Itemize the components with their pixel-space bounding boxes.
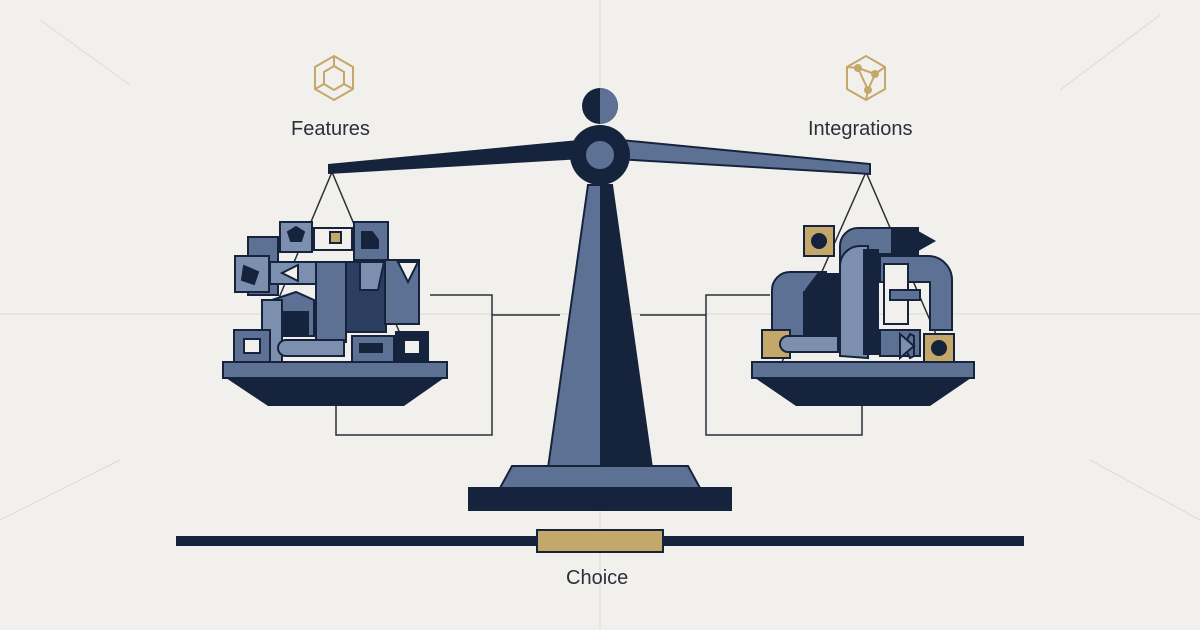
hexagon-cube-icon bbox=[314, 54, 354, 102]
left-pan bbox=[222, 361, 448, 406]
hexagon-network-icon bbox=[846, 54, 886, 102]
pivot bbox=[570, 88, 630, 185]
integrations-label: Integrations bbox=[808, 118, 913, 140]
features-label: Features bbox=[291, 118, 370, 140]
choice-label: Choice bbox=[566, 567, 629, 589]
right-integration-blocks bbox=[761, 225, 955, 363]
right-pan bbox=[751, 361, 975, 406]
connector-lines bbox=[335, 294, 863, 436]
left-feature-blocks bbox=[233, 221, 429, 363]
pillar bbox=[468, 184, 732, 511]
choice-baseline bbox=[176, 529, 1024, 553]
